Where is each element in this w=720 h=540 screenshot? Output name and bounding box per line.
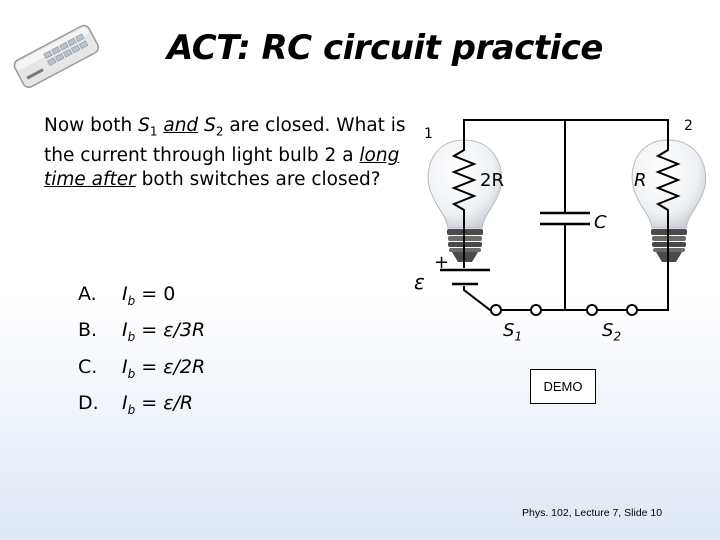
resistor-r <box>655 144 681 214</box>
switch-1[interactable] <box>490 304 542 316</box>
question-text: Now both S1 and S2 are closed. What is t… <box>44 115 406 190</box>
bulb-2-label: 2 <box>684 118 693 134</box>
answer-d[interactable]: D. Ib = ε/R <box>78 391 194 417</box>
resistor-2r-label: 2R <box>480 170 504 191</box>
answer-c[interactable]: C. Ib = ε/2R <box>78 355 206 381</box>
demo-button[interactable]: DEMO <box>530 369 596 404</box>
answer-b[interactable]: B. Ib = ε/3R <box>78 319 206 345</box>
battery-plus-label: + <box>434 252 450 273</box>
answer-list: A. Ib = 0 B. Ib = ε/3R C. Ib = ε/2R D. I… <box>78 280 205 425</box>
clicker-remote-icon <box>13 24 100 89</box>
resistor-r-label: R <box>634 170 647 191</box>
emf-label: ε <box>414 270 425 294</box>
switch-1-label: S1 <box>503 320 523 344</box>
slide-title: ACT: RC circuit practice <box>167 28 603 68</box>
capacitor-label: C <box>594 212 607 233</box>
resistor-2r <box>451 144 477 214</box>
capacitor <box>540 211 590 226</box>
slide-footer: Phys. 102, Lecture 7, Slide 10 <box>522 507 663 519</box>
switch-2-label: S2 <box>602 320 622 344</box>
battery <box>440 268 490 286</box>
bulb-1-label: 1 <box>424 126 433 142</box>
right-wire <box>632 214 669 311</box>
switch-2[interactable] <box>586 304 638 316</box>
answer-a[interactable]: A. Ib = 0 <box>78 283 176 308</box>
